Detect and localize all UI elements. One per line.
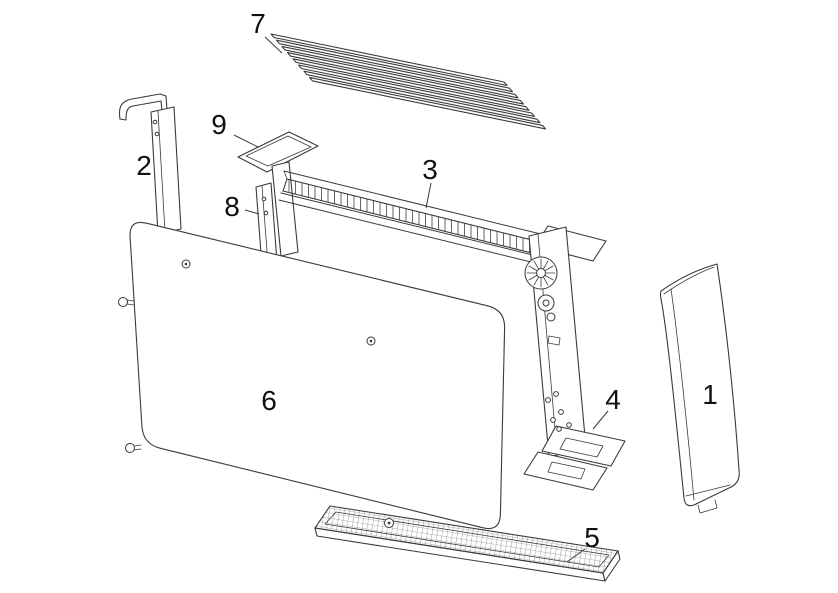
bracket-fold-line <box>157 110 166 233</box>
rail-end-edge <box>283 170 288 180</box>
stand-base <box>523 451 608 491</box>
plate-screw <box>558 409 564 415</box>
part-4-leader <box>592 410 609 430</box>
grille-slat <box>303 70 541 124</box>
peg-stem <box>133 448 142 451</box>
part-7-leader <box>264 36 283 54</box>
grille-slat <box>275 39 514 93</box>
body-left-post <box>271 161 299 257</box>
bracket-plate <box>541 425 626 467</box>
bracket-slot <box>559 437 604 458</box>
part-2-label: 2 <box>136 150 152 181</box>
panel-peg <box>125 443 135 453</box>
part-3-label: 3 <box>422 154 438 185</box>
grille-slat <box>270 33 508 87</box>
panel-screw-center <box>184 262 188 266</box>
part-1-right-end-cap <box>659 263 740 514</box>
plate-screw <box>545 397 551 403</box>
part-6-label: 6 <box>261 385 277 416</box>
plate-outer <box>237 131 319 173</box>
fan-hub <box>536 268 546 278</box>
part-5-bottom-tray <box>314 505 621 582</box>
part-9-label: 9 <box>211 109 227 140</box>
panel-screw-center <box>369 339 373 343</box>
motor-shaft <box>542 299 550 307</box>
grille-slat <box>281 45 519 99</box>
small-roller <box>546 312 556 322</box>
part-4-mounting-bracket <box>541 422 626 467</box>
panel-peg <box>118 297 128 307</box>
front-panel-face <box>129 221 506 530</box>
peg-stem <box>133 444 142 447</box>
part-5-leader <box>566 548 586 563</box>
part-6-front-panel <box>118 221 506 530</box>
part-9-leader <box>233 134 259 148</box>
rail-fin-band <box>282 178 553 258</box>
grille-slat <box>292 58 530 111</box>
part-5-label: 5 <box>584 522 600 553</box>
bracket-hole <box>152 119 158 125</box>
plate-inner <box>245 135 312 167</box>
peg-stem <box>126 299 135 302</box>
part-3-heater-body <box>271 161 608 491</box>
plate-slot <box>547 335 561 346</box>
rail-front-lower-edge <box>278 199 548 267</box>
part-labels: 7 9 2 8 3 6 4 1 5 <box>136 8 718 563</box>
part-9-square-plate <box>237 131 319 173</box>
end-cap-body <box>659 263 740 507</box>
end-cap-crease <box>670 288 695 501</box>
bracket-screw <box>566 422 572 428</box>
part-2-left-bracket <box>118 93 182 235</box>
strip-hole <box>263 210 269 216</box>
end-cap-bottom-tab <box>697 499 718 514</box>
part-7-top-grille <box>270 33 547 130</box>
grille-slat <box>286 52 525 105</box>
end-cap-bottom-fold <box>685 484 731 497</box>
tray-inner-rim <box>324 511 610 568</box>
rail-back-edge <box>283 170 554 238</box>
part-8-leader <box>244 209 260 215</box>
plate-screw <box>550 417 556 423</box>
strip-hole <box>261 196 267 202</box>
grille-slat <box>297 64 536 118</box>
bracket-screw <box>556 426 562 432</box>
grille-slat <box>308 76 547 130</box>
plate-screw <box>553 391 559 397</box>
peg-stem <box>126 303 135 306</box>
bracket-hole <box>154 131 160 137</box>
stand-base-slot <box>547 461 586 480</box>
bracket-strip <box>150 106 182 235</box>
part-7-label: 7 <box>250 8 266 39</box>
part-4-label: 4 <box>605 384 621 415</box>
rail-front-edge <box>280 192 550 260</box>
tray-foot-center <box>387 521 391 525</box>
part-8-label: 8 <box>224 191 240 222</box>
end-cap-top-crease <box>663 266 715 295</box>
fan-spokes <box>526 258 556 288</box>
part-3-leader <box>425 182 432 209</box>
part-1-label: 1 <box>702 379 718 410</box>
